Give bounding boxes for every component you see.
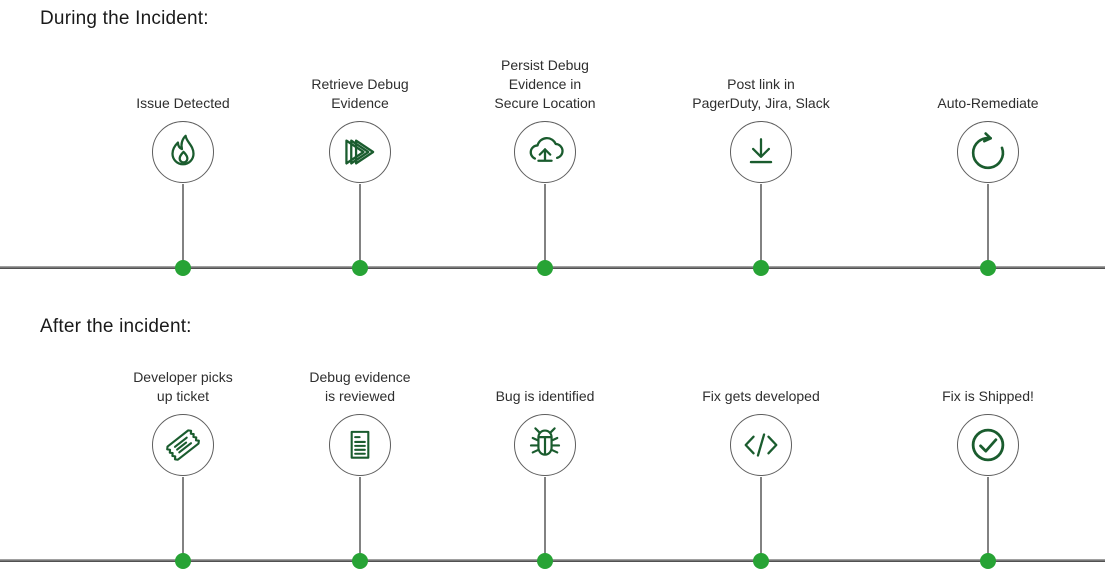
step-debug-evidence-reviewed: Debug evidence is reviewed [260,293,460,571]
connector-line [760,184,762,268]
step-label: Auto-Remediate [937,95,1039,111]
step-label: Fix gets developed [702,388,820,404]
code-icon [744,433,778,457]
timeline-dot [980,553,996,569]
connector-line [359,184,361,268]
step-circle [152,121,214,183]
step-label: Fix is Shipped! [942,388,1034,404]
bug-icon [529,427,561,456]
timeline-dot [537,553,553,569]
timeline-dot [537,260,553,276]
step-circle [957,121,1019,183]
section-heading: During the Incident: [40,8,209,29]
connector-line [182,184,184,268]
check-circle-icon [971,428,1005,462]
section-heading: After the incident: [40,316,192,337]
step-circle [514,121,576,183]
step-label: Bug is identified [495,388,595,404]
step-circle [329,414,391,476]
timeline-dot [352,260,368,276]
cloud-upload-icon [529,137,564,162]
step-auto-remediate: Auto-Remediate [888,0,1088,278]
step-circle [329,121,391,183]
connector-line [987,184,989,268]
step-post-link: Post link in PagerDuty, Jira, Slack [661,0,861,278]
timeline-dot [352,553,368,569]
step-retrieve-debug-evidence: Retrieve Debug Evidence [260,0,460,278]
connector-line [544,184,546,268]
step-label: Issue Detected [136,95,230,111]
step-label: Post link in PagerDuty, Jira, Slack [692,76,830,111]
connector-line [760,477,762,561]
step-fix-developed: Fix gets developed [661,293,861,571]
ticket-icon [166,429,200,461]
step-issue-detected: Issue Detected [83,0,283,278]
step-circle [152,414,214,476]
step-bug-identified: Bug is identified [445,293,645,571]
step-circle [957,414,1019,476]
connector-line [544,477,546,561]
step-circle [730,414,792,476]
step-label: Retrieve Debug Evidence [311,76,409,111]
fast-forward-icon [345,139,375,165]
connector-line [182,477,184,561]
step-circle [514,414,576,476]
timeline-dot [175,553,191,569]
timeline-dot [753,260,769,276]
step-persist-debug-evidence: Persist Debug Evidence in Secure Locatio… [445,0,645,278]
step-developer-picks-up-ticket: Developer picks up ticket [83,293,283,571]
section-after-incident: After the incident: Developer picks up t… [0,293,1105,571]
flame-icon [171,134,195,166]
refresh-icon [971,132,1005,170]
step-label: Debug evidence is reviewed [309,369,411,404]
timeline-dot [753,553,769,569]
download-tray-icon [749,138,773,164]
connector-line [359,477,361,561]
section-during-incident: During the Incident: Issue Detected Retr… [0,0,1105,278]
connector-line [987,477,989,561]
step-fix-shipped: Fix is Shipped! [888,293,1088,571]
timeline-dot [175,260,191,276]
step-circle [730,121,792,183]
document-icon [350,430,370,459]
step-label: Persist Debug Evidence in Secure Locatio… [494,57,596,111]
step-label: Developer picks up ticket [133,369,233,404]
timeline-dot [980,260,996,276]
